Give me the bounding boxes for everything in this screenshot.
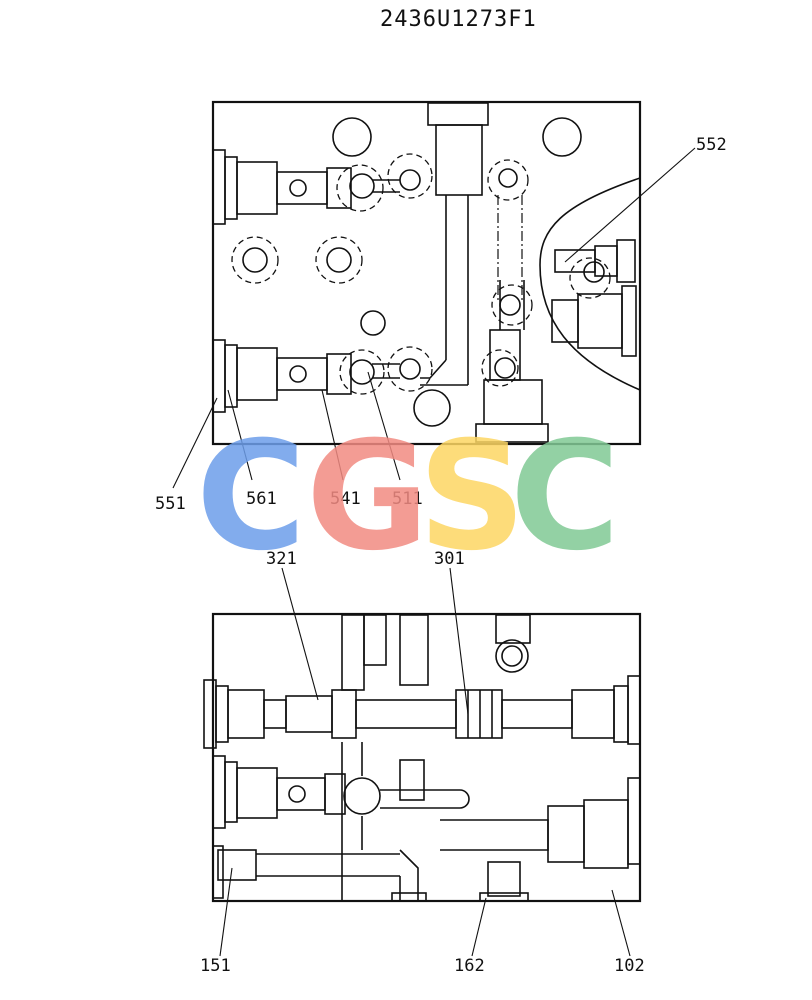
label-511: 511 <box>392 489 423 509</box>
label-541: 541 <box>330 489 361 509</box>
label-552: 552 <box>696 135 727 155</box>
bottom-valve-block-view: 321 301 151 162 102 <box>200 549 645 976</box>
label-162: 162 <box>454 956 485 976</box>
label-102: 102 <box>614 956 645 976</box>
label-151: 151 <box>200 956 231 976</box>
watermark-letter-c: C <box>196 410 306 584</box>
label-301: 301 <box>434 549 465 569</box>
label-561: 561 <box>246 489 277 509</box>
watermark-letter-g: G <box>306 410 429 584</box>
top-valve-block-view: 552 551 561 541 511 <box>155 100 727 514</box>
label-321: 321 <box>266 549 297 569</box>
label-551: 551 <box>155 494 186 514</box>
watermark-letter-c-2: C <box>510 410 620 584</box>
watermark-logo: C G S C <box>196 410 620 584</box>
watermark-letter-s: S <box>418 410 526 584</box>
drawing-number: 2436U1273F1 <box>380 7 537 32</box>
